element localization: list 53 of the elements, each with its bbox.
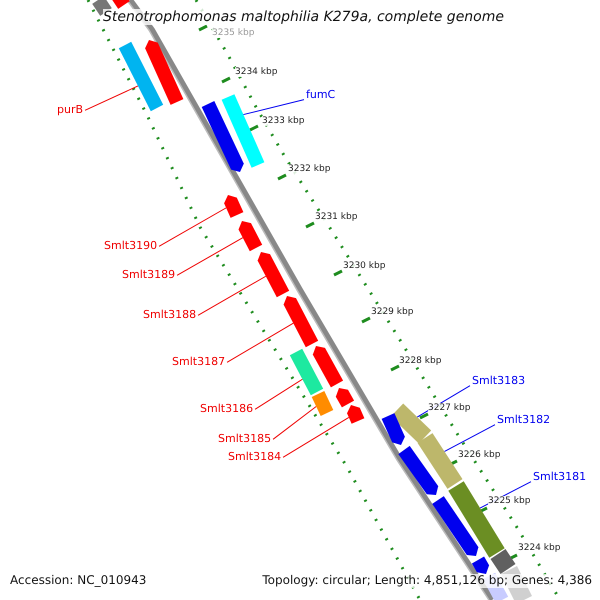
gene-feature: [258, 252, 290, 298]
gene-label: Smlt3184: [228, 451, 282, 464]
gene-label: fumC: [306, 89, 336, 102]
tick-label: 3227 kbp: [428, 403, 470, 414]
gene-label: purB: [57, 104, 84, 117]
gene-feature: [312, 346, 344, 388]
gene-feature: [222, 94, 264, 168]
gene-feature: [347, 405, 364, 424]
leader-line: [158, 207, 227, 247]
leader-line: [198, 276, 266, 316]
leader-line: [176, 237, 244, 276]
leader-line: [282, 416, 350, 458]
tick-label: 3225 kbp: [488, 496, 530, 506]
tick-label: 3224 kbp: [518, 543, 560, 554]
gene-feature: [118, 42, 164, 112]
gene-label: Smlt3182: [497, 414, 550, 427]
leader-line: [272, 406, 317, 440]
gene-label: Smlt3186: [200, 403, 254, 416]
gene-feature: [284, 296, 318, 348]
gene-label: Smlt3190: [104, 240, 158, 253]
gene-feature: [336, 388, 354, 408]
leader-line: [242, 99, 304, 116]
gene-label: Smlt3187: [172, 356, 226, 369]
gene-label: Smlt3188: [143, 309, 196, 322]
gene-label: Smlt3185: [218, 433, 272, 446]
tick-label: 3230 kbp: [343, 261, 386, 272]
leader-line: [226, 322, 294, 363]
leader-line: [254, 378, 303, 410]
gene-feature: [145, 40, 184, 105]
tick-label: 3234 kbp: [235, 67, 278, 78]
gene-label: Smlt3189: [122, 269, 176, 282]
gene-label: Smlt3183: [472, 375, 526, 388]
tick-label: 3235 kbp: [212, 28, 254, 38]
tick-label: 3231 kbp: [315, 212, 358, 222]
tick-label: 3228 kbp: [399, 356, 442, 366]
gene-label: Smlt3181: [533, 471, 586, 484]
leader-line: [84, 85, 138, 111]
gene-feature: [224, 195, 244, 218]
tick-label: 3229 kbp: [371, 307, 414, 318]
info-text: Topology: circular; Length: 4,851,126 bp; Genes: 4,386: [262, 574, 592, 588]
gene-feature: [238, 221, 262, 252]
info-text: Accession: NC_010943: [10, 574, 146, 588]
gene-feature: [312, 391, 334, 416]
tick-label: 3232 kbp: [288, 164, 330, 174]
tick-label: 3233 kbp: [262, 116, 304, 126]
tick-label: 3226 kbp: [458, 450, 500, 460]
gene-feature: [290, 348, 324, 396]
gene-feature: [432, 496, 478, 556]
leader-line: [444, 424, 496, 452]
gene-feature: [202, 101, 244, 172]
gene-feature: [382, 413, 405, 445]
title: Stenotrophomonas maltophilia K279a, complete genome: [103, 9, 504, 26]
gene-feature: [398, 446, 438, 495]
